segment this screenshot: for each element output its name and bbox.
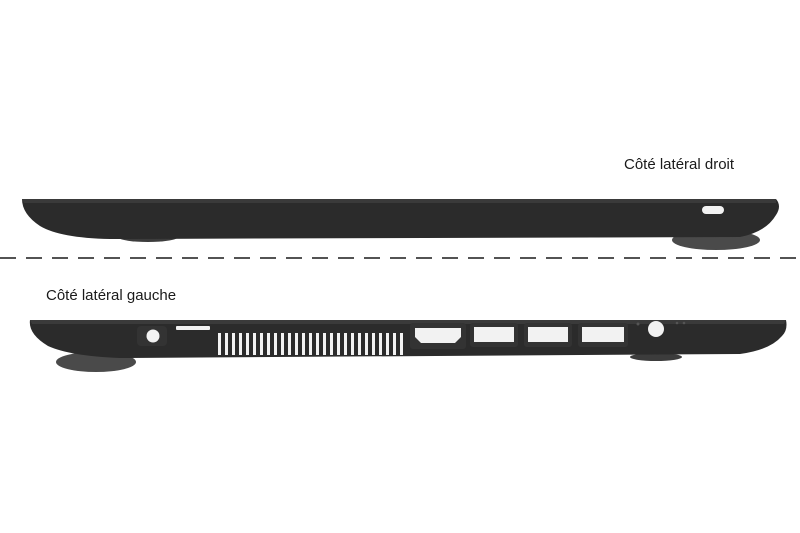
security-lock-slot-icon bbox=[702, 206, 724, 214]
usb-port-icon bbox=[470, 323, 518, 347]
foot-left-front bbox=[630, 353, 682, 361]
audio-jack-icon bbox=[636, 321, 686, 337]
right-side-label: Côté latéral droit bbox=[624, 156, 735, 173]
laptop-body-right bbox=[22, 199, 779, 239]
hdmi-port-icon bbox=[410, 323, 466, 349]
sd-card-slot-icon bbox=[176, 326, 210, 330]
left-side-label: Côté latéral gauche bbox=[46, 287, 177, 304]
usb-port-icon bbox=[578, 323, 628, 347]
lid-edge-right bbox=[22, 199, 776, 203]
dc-power-jack-icon bbox=[137, 326, 167, 346]
right-side-view bbox=[22, 199, 779, 250]
lid-edge-left bbox=[30, 320, 786, 324]
air-vent-icon bbox=[218, 333, 403, 355]
usb-port-icon bbox=[524, 323, 572, 347]
left-side-view bbox=[29, 320, 787, 372]
